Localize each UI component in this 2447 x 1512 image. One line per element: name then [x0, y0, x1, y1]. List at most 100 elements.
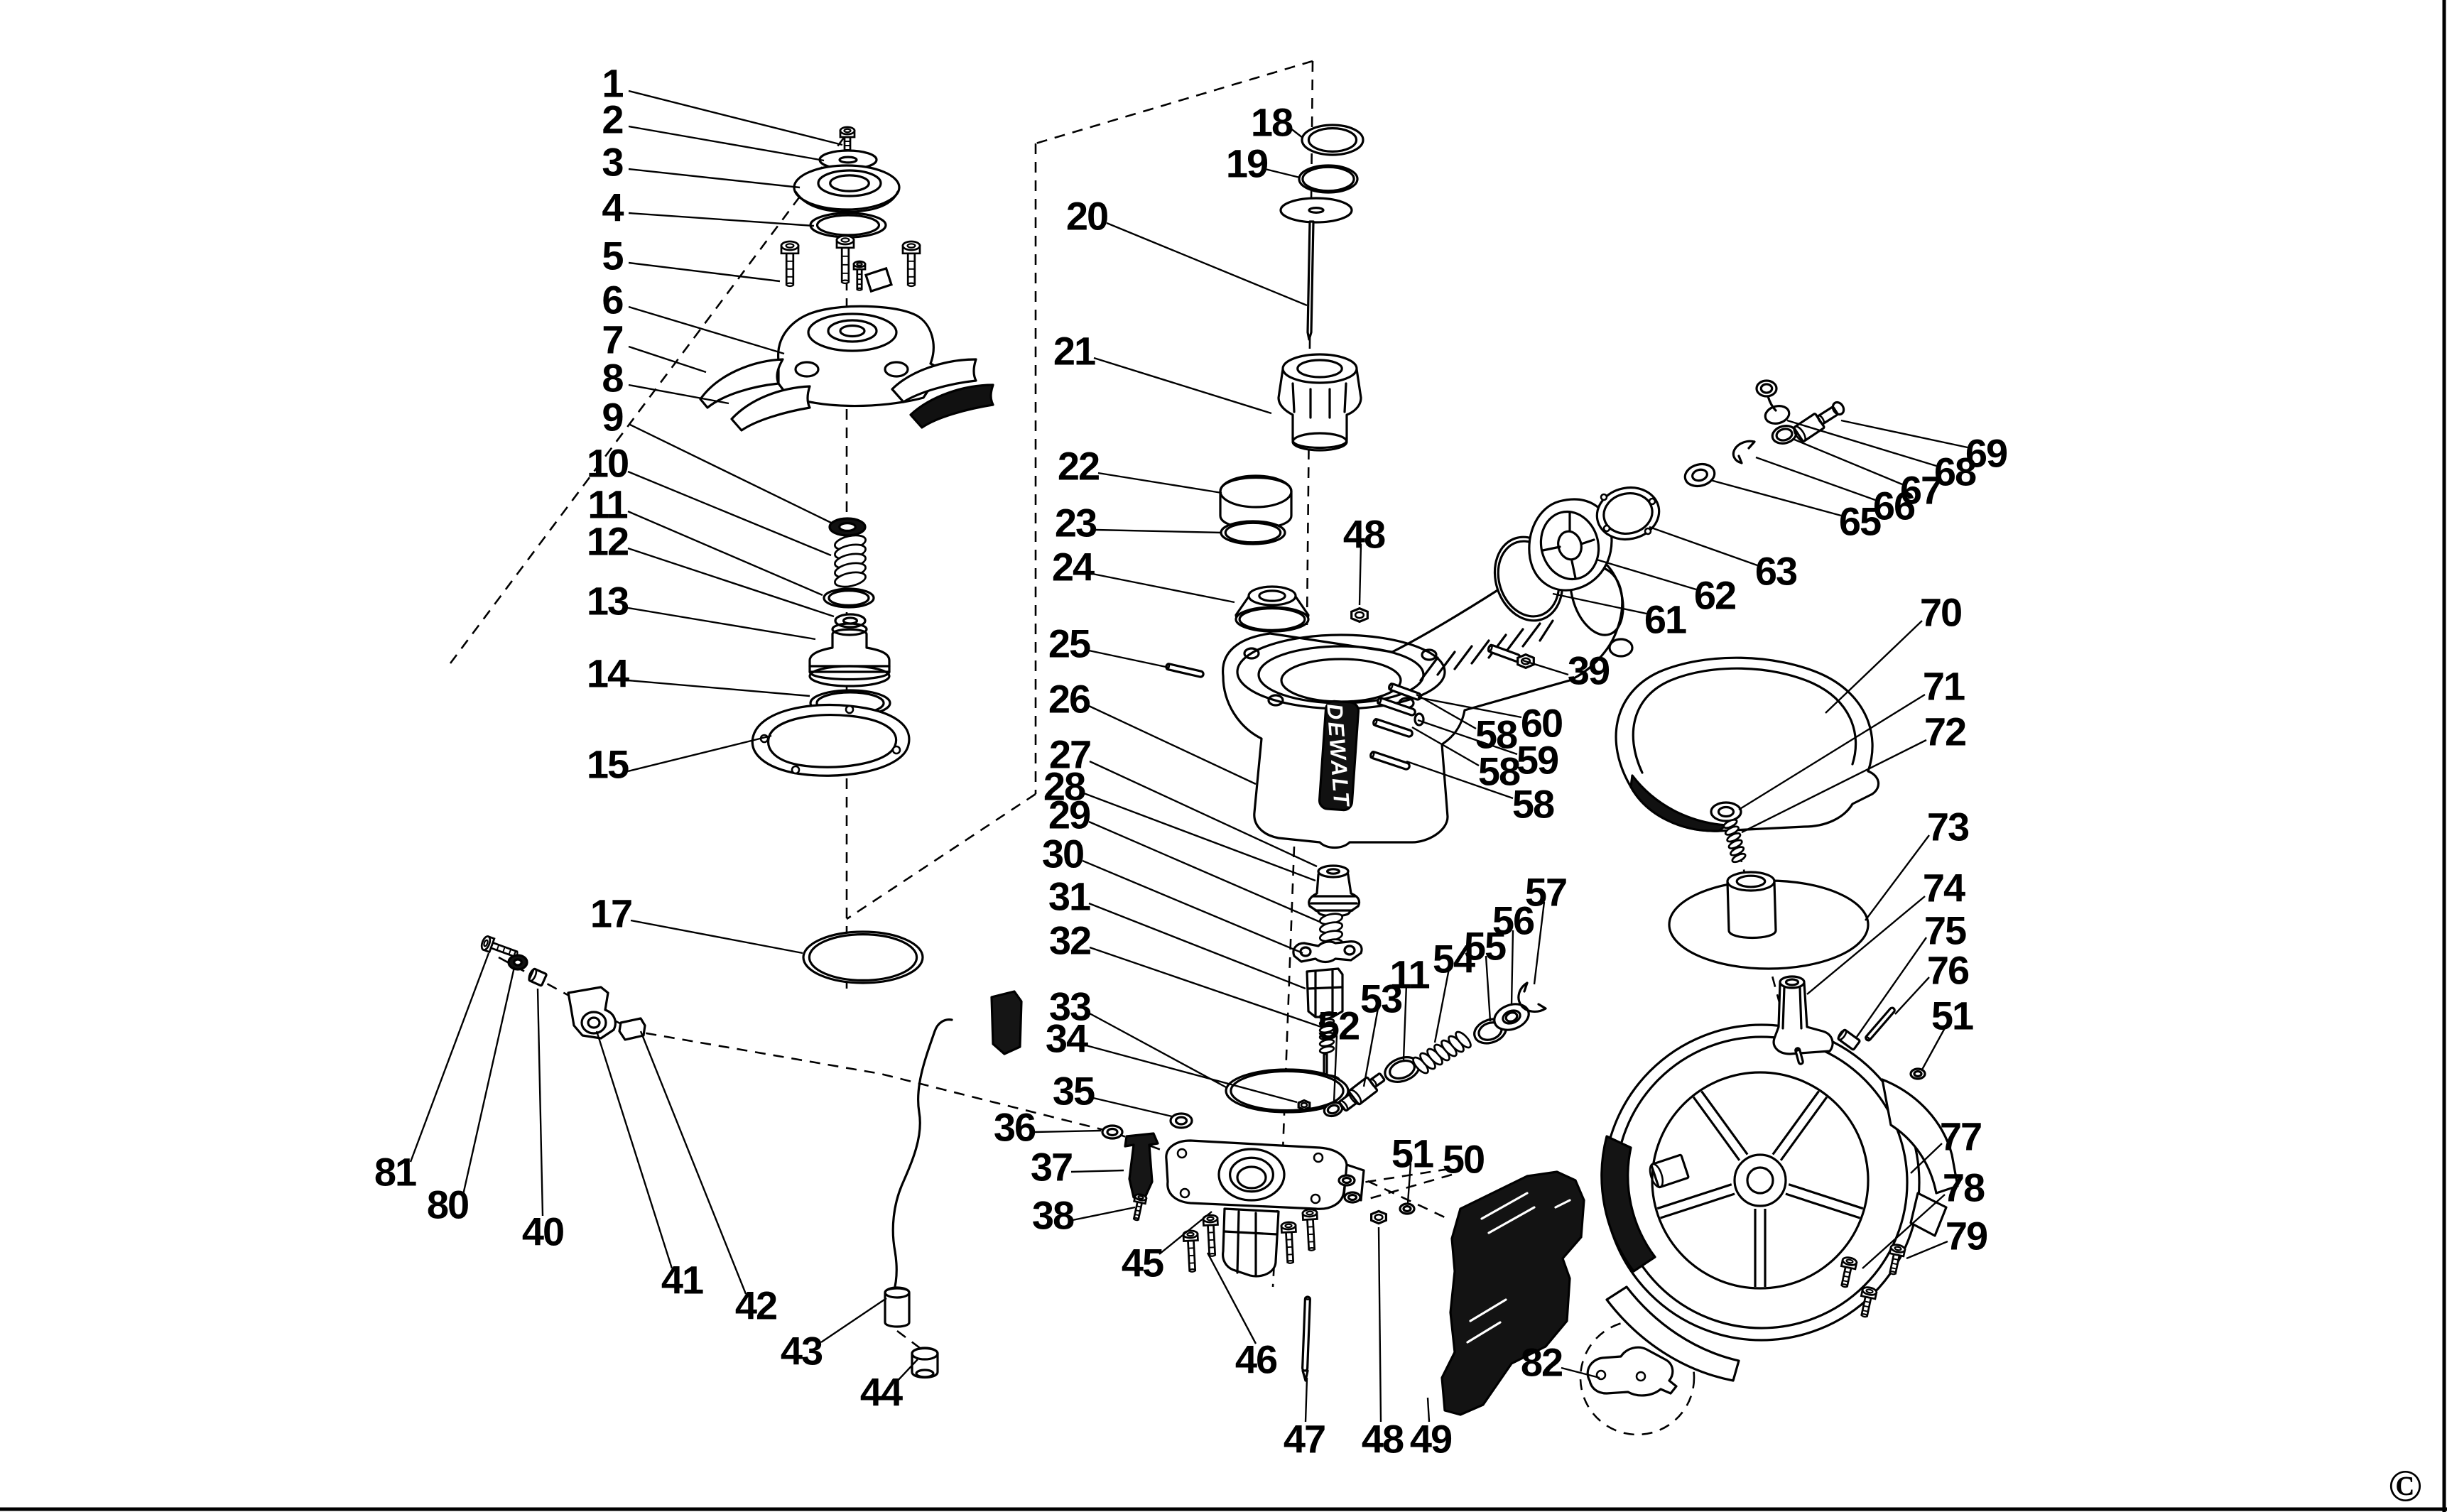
piston-21-crown [1281, 353, 1358, 384]
screw-46a [1182, 1229, 1199, 1273]
callout-number-55: 55 [1464, 924, 1506, 969]
leader-line-57-57 [1533, 901, 1546, 985]
axis-center-lower [1281, 846, 1296, 1153]
leader-line-5-4 [628, 261, 781, 283]
cup-56-hub [1504, 1011, 1519, 1023]
callout-number-48: 48 [1343, 512, 1385, 557]
leader-line-56-56 [1510, 930, 1514, 1006]
leader-lines-layer [409, 89, 1968, 1423]
callout-number-63: 63 [1755, 549, 1797, 594]
leader-line-48-47 [1377, 1227, 1382, 1423]
callout-number-41: 41 [661, 1258, 703, 1302]
callout-numbers-layer: 1234567891011121314151718192021222324252… [374, 61, 2009, 1462]
block-42 [618, 1017, 646, 1041]
trigger-valve-28-cap [1317, 864, 1350, 879]
spring-72 [1722, 818, 1747, 864]
adjuster-41-wheel [580, 1011, 607, 1035]
canister-lid-70-hatch [1629, 774, 1727, 832]
gasket-15-holes [759, 705, 901, 775]
bolt-5c [901, 240, 921, 288]
nose-45-holes [1176, 1148, 1324, 1204]
spring-32 [1318, 1011, 1335, 1054]
callout-number-68: 68 [1934, 450, 1976, 494]
callout-number-12: 12 [587, 519, 628, 564]
washer-51b [1909, 1067, 1926, 1080]
magazine-cover-49-slots [1466, 1192, 1571, 1344]
feed-disc-73-hubtop [1726, 871, 1776, 892]
driver-20-blade [1306, 220, 1315, 341]
leader-line-79-81 [1906, 1240, 1948, 1260]
callout-number-2: 2 [602, 97, 622, 142]
spring-54 [1412, 1030, 1472, 1075]
contact-arm-43-cyl [884, 1287, 911, 1328]
o-ring-23 [1220, 520, 1286, 545]
washer-50a [1338, 1174, 1356, 1187]
leader-line-58-59 [1416, 693, 1477, 730]
callout-number-18: 18 [1251, 100, 1293, 145]
brand-band [1318, 700, 1360, 812]
callout-number-37: 37 [1031, 1145, 1072, 1190]
callout-number-50: 50 [1443, 1137, 1484, 1182]
trigger-valve-28-bands [1310, 895, 1358, 912]
callout-number-46: 46 [1235, 1337, 1277, 1382]
air-fitting-69-nipple [1816, 406, 1839, 425]
cylinder-ring-22-top [1219, 474, 1293, 508]
callout-number-36: 36 [994, 1105, 1036, 1150]
leader-line-78-80 [1862, 1194, 1946, 1269]
leader-line-73-75 [1865, 834, 1930, 921]
callout-number-71: 71 [1923, 664, 1965, 709]
leader-line-51-50 [1406, 1163, 1412, 1204]
callout-number-73: 73 [1927, 805, 1969, 849]
head-valve-13-top [831, 622, 868, 636]
callout-number-78: 78 [1943, 1165, 1985, 1210]
leader-line-12-11 [627, 547, 835, 618]
leader-line-8-7 [628, 384, 729, 405]
main-cap-6-crown [807, 312, 898, 352]
bumper-7 [699, 358, 784, 409]
callout-number-3: 3 [602, 140, 623, 185]
callout-number-51: 51 [1931, 994, 1973, 1038]
leader-line-52-52 [1333, 1035, 1338, 1103]
leader-line-80-82 [462, 967, 516, 1195]
leader-line-70-72 [1825, 620, 1923, 714]
leader-line-76-78 [1894, 977, 1930, 1015]
callout-number-57: 57 [1525, 870, 1566, 915]
leader-line-1-0 [628, 89, 843, 146]
callout-number-69: 69 [1965, 431, 2007, 476]
dowel-pin-b [1377, 697, 1416, 717]
nose-45-bore2 [1236, 1165, 1267, 1190]
callout-number-10: 10 [587, 441, 628, 486]
o-ring-33 [1225, 1068, 1350, 1114]
spool-74-top [1779, 975, 1806, 989]
callout-number-30: 30 [1042, 832, 1083, 876]
leader-line-11-10 [627, 510, 823, 597]
leader-line-74-76 [1806, 896, 1926, 995]
leader-line-28-26 [1083, 792, 1316, 882]
callout-number-58: 58 [1478, 749, 1520, 794]
washer-36 [1101, 1124, 1124, 1140]
dust-cap-68-lid [1755, 379, 1778, 398]
gasket-63-holes [1600, 493, 1656, 535]
leader-line-30-28 [1082, 859, 1303, 954]
callout-number-24: 24 [1052, 545, 1095, 589]
leader-line-63-66 [1649, 526, 1758, 567]
callout-number-21: 21 [1053, 329, 1095, 374]
exhaust-cap-3-inner [817, 169, 882, 197]
leader-line-71-73 [1738, 693, 1926, 811]
callout-number-19: 19 [1226, 141, 1268, 186]
leader-line-75-77 [1856, 937, 1927, 1038]
callout-number-9: 9 [602, 395, 623, 440]
leader-line-32-30 [1089, 946, 1322, 1028]
leader-line-15-14 [627, 734, 772, 773]
washer50-dash-b [1363, 1173, 1453, 1202]
gasket-15 [751, 703, 911, 777]
leader-line-24-22 [1092, 572, 1235, 604]
leader-line-46-44 [1206, 1252, 1257, 1344]
callout-number-33: 33 [1049, 984, 1091, 1029]
screw-46d [1301, 1208, 1318, 1251]
callout-number-47: 47 [1284, 1417, 1325, 1462]
bolt-5b [835, 234, 855, 285]
main-body-26-bolthole-a [1243, 647, 1260, 660]
seal-24-base [1235, 606, 1310, 633]
